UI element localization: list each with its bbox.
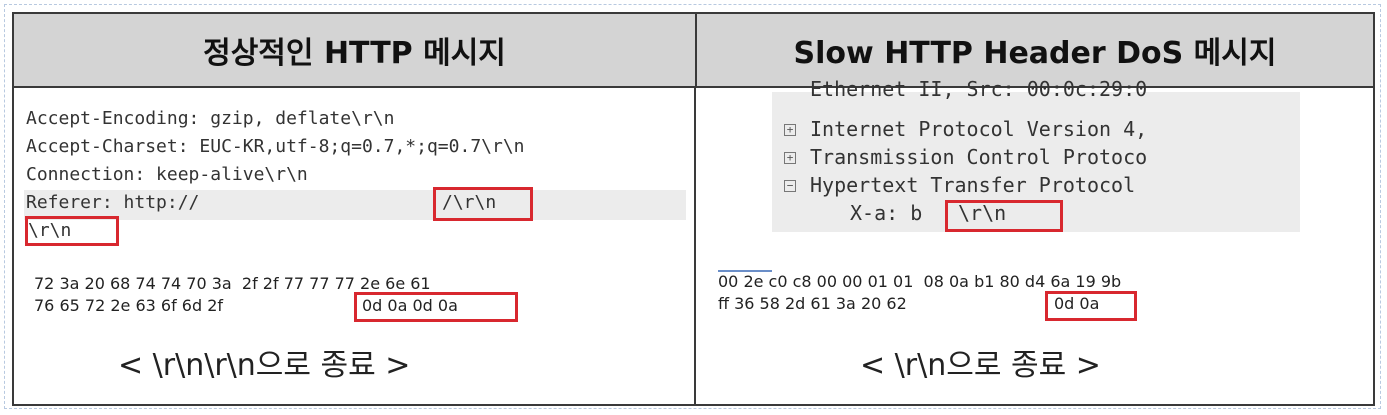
header-line-connection: Connection: keep-alive\r\n: [26, 164, 308, 185]
column-divider: [694, 88, 696, 406]
hex-dump-row-1: 00 2e c0 c8 00 00 01 01 08 0a b1 80 d4 6…: [718, 272, 1122, 291]
comparison-table: 정상적인 HTTP 메시지 Slow HTTP Header DoS 메시지 A…: [12, 12, 1375, 406]
tree-row-ipv4: Internet Protocol Version 4,: [810, 117, 1148, 141]
tree-row-ethernet-cut: Ethernet II, Src: 00:0c:29:0: [810, 77, 1148, 101]
http-header-x-a: X-a: b: [850, 201, 923, 225]
left-column-title: 정상적인 HTTP 메시지: [14, 14, 695, 88]
x-a-crlf-highlight-box: [945, 200, 1063, 232]
referer-highlight-row: [24, 190, 686, 220]
empty-crlf-line: \r\n: [28, 220, 72, 241]
hex-dump-row-1: 72 3a 20 68 74 74 70 3a 2f 2f 77 77 77 2…: [34, 274, 431, 293]
packet-tree-background: [772, 92, 1300, 232]
empty-crlf-highlight-box: [25, 216, 119, 246]
hex-terminator-highlight-box: [354, 292, 518, 322]
collapse-icon[interactable]: −: [784, 180, 796, 192]
image-frame: [4, 4, 1381, 409]
header-line-accept-encoding: Accept-Encoding: gzip, deflate\r\n: [26, 108, 395, 129]
left-caption: < \r\n\r\n으로 종료 >: [118, 348, 411, 383]
x-a-crlf: \r\n: [958, 201, 1007, 225]
tree-row-http: Hypertext Transfer Protocol: [810, 173, 1136, 197]
referer-crlf: /\r\n: [442, 192, 497, 213]
hex-terminator-highlight-box: [1045, 291, 1137, 321]
header-line-referer: Referer: http://: [26, 192, 200, 213]
referer-crlf-highlight-box: [433, 187, 533, 221]
hex-selection-marker: [718, 270, 772, 272]
right-column-title: Slow HTTP Header DoS 메시지: [695, 14, 1373, 88]
tree-row-tcp: Transmission Control Protoco: [810, 145, 1148, 169]
header-line-accept-charset: Accept-Charset: EUC-KR,utf-8;q=0.7,*;q=0…: [26, 136, 525, 157]
expand-icon[interactable]: +: [784, 124, 796, 136]
right-caption: < \r\n으로 종료 >: [860, 348, 1101, 383]
hex-dump-terminator: 0d 0a 0d 0a: [362, 296, 458, 315]
hex-dump-row-2: ff 36 58 2d 61 3a 20 62: [718, 294, 907, 313]
hex-dump-terminator: 0d 0a: [1054, 294, 1100, 313]
expand-icon[interactable]: +: [784, 152, 796, 164]
hex-dump-row-2: 76 65 72 2e 63 6f 6d 2f: [34, 296, 224, 315]
